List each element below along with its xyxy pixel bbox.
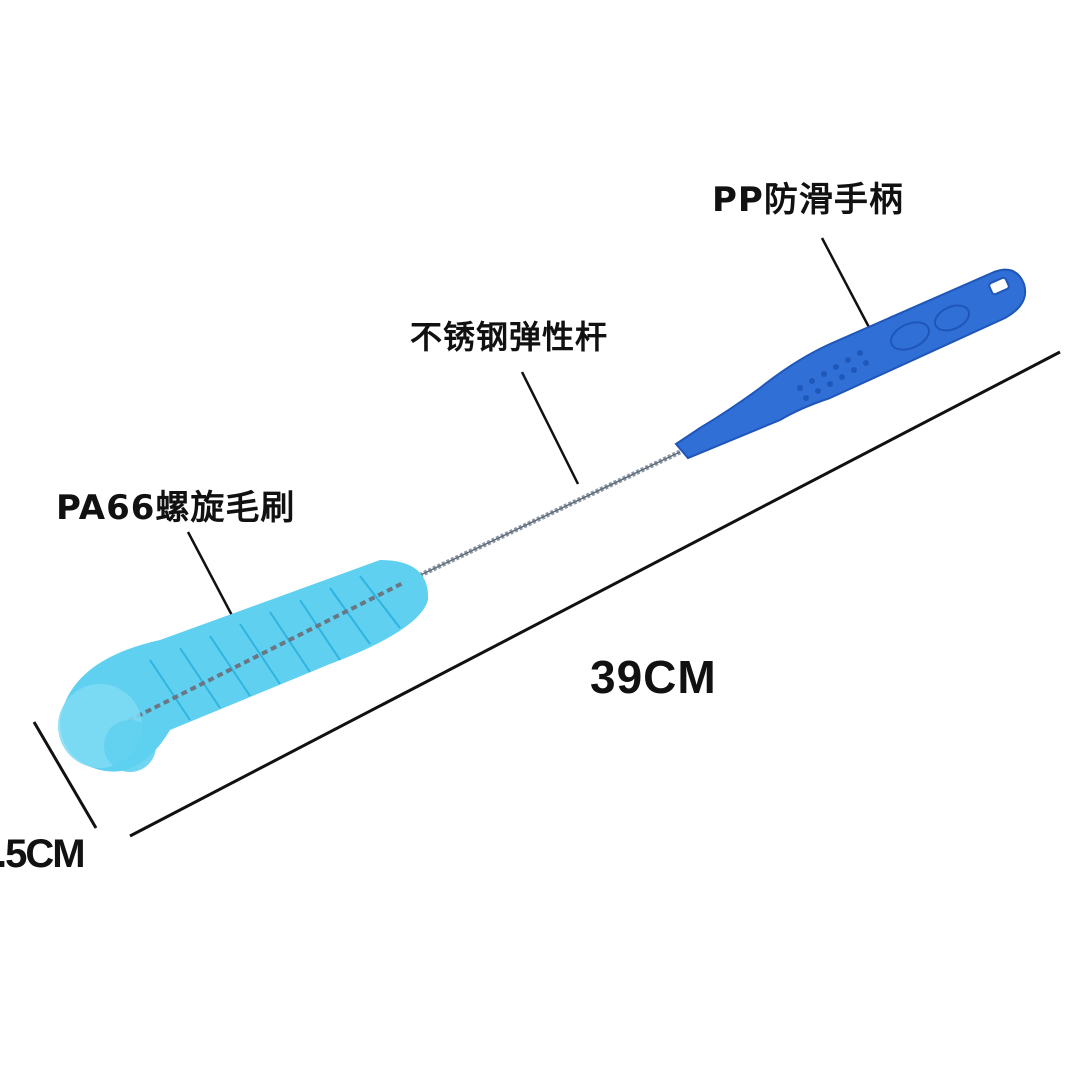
diameter-dimension-line bbox=[32, 721, 98, 829]
handle-label: PP防滑手柄 bbox=[712, 180, 904, 220]
diameter-label: .5CM bbox=[0, 832, 86, 876]
length-dimension-line bbox=[129, 350, 1061, 838]
length-label: 39CM bbox=[590, 651, 717, 703]
rod-callout-line bbox=[520, 371, 580, 485]
rod-label: 不锈钢弹性杆 bbox=[410, 318, 609, 356]
bristle-label: PA66螺旋毛刷 bbox=[56, 488, 296, 528]
spiral-bristles bbox=[58, 560, 429, 772]
steel-rod bbox=[408, 449, 682, 583]
brush-handle bbox=[674, 268, 1027, 460]
